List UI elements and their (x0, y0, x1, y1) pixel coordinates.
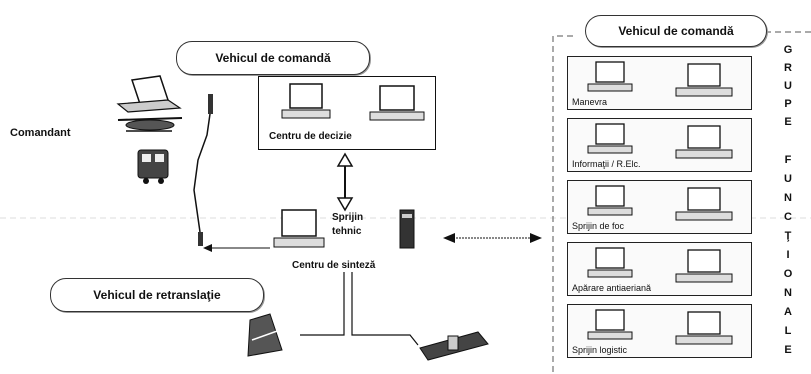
group-letter: L (784, 325, 792, 337)
group-letter: N (784, 287, 792, 299)
decision-center-label: Centru de decizie (269, 131, 352, 142)
panel-label: Manevra (572, 97, 608, 107)
technical-support-line1: Sprijin (332, 212, 364, 223)
group-letter: F (784, 154, 792, 166)
group-letter: P (784, 98, 792, 110)
group-letter: E (784, 116, 792, 128)
group-letter: Ţ (784, 230, 792, 242)
group-letter: E (784, 344, 792, 356)
group-letter: R (784, 62, 792, 74)
group-letter: G (783, 44, 793, 56)
group-letter: U (784, 80, 792, 92)
group-letter: C (784, 211, 792, 223)
commander-label: Comandant (10, 127, 71, 139)
panel-label: Sprijin logistic (572, 345, 628, 355)
command-vehicle-right-label: Vehicul de comandă (585, 15, 767, 47)
panel-label: Informaţii / R.Elc. (572, 159, 641, 169)
panel-label: Sprijin de foc (572, 221, 625, 231)
technical-support-line2: tehnic (332, 226, 362, 237)
synthesis-center-label: Centru de sinteză (292, 260, 376, 271)
relay-vehicle-label: Vehicul de retranslaţie (50, 278, 264, 312)
group-letter: A (784, 306, 792, 318)
command-vehicle-left-label: Vehicul de comandă (176, 41, 370, 75)
group-letter: U (784, 173, 792, 185)
group-letter: O (783, 268, 793, 280)
group-letter: N (784, 192, 792, 204)
group-letter: I (786, 249, 790, 261)
panel-label: Apărare antiaeriană (572, 283, 652, 293)
